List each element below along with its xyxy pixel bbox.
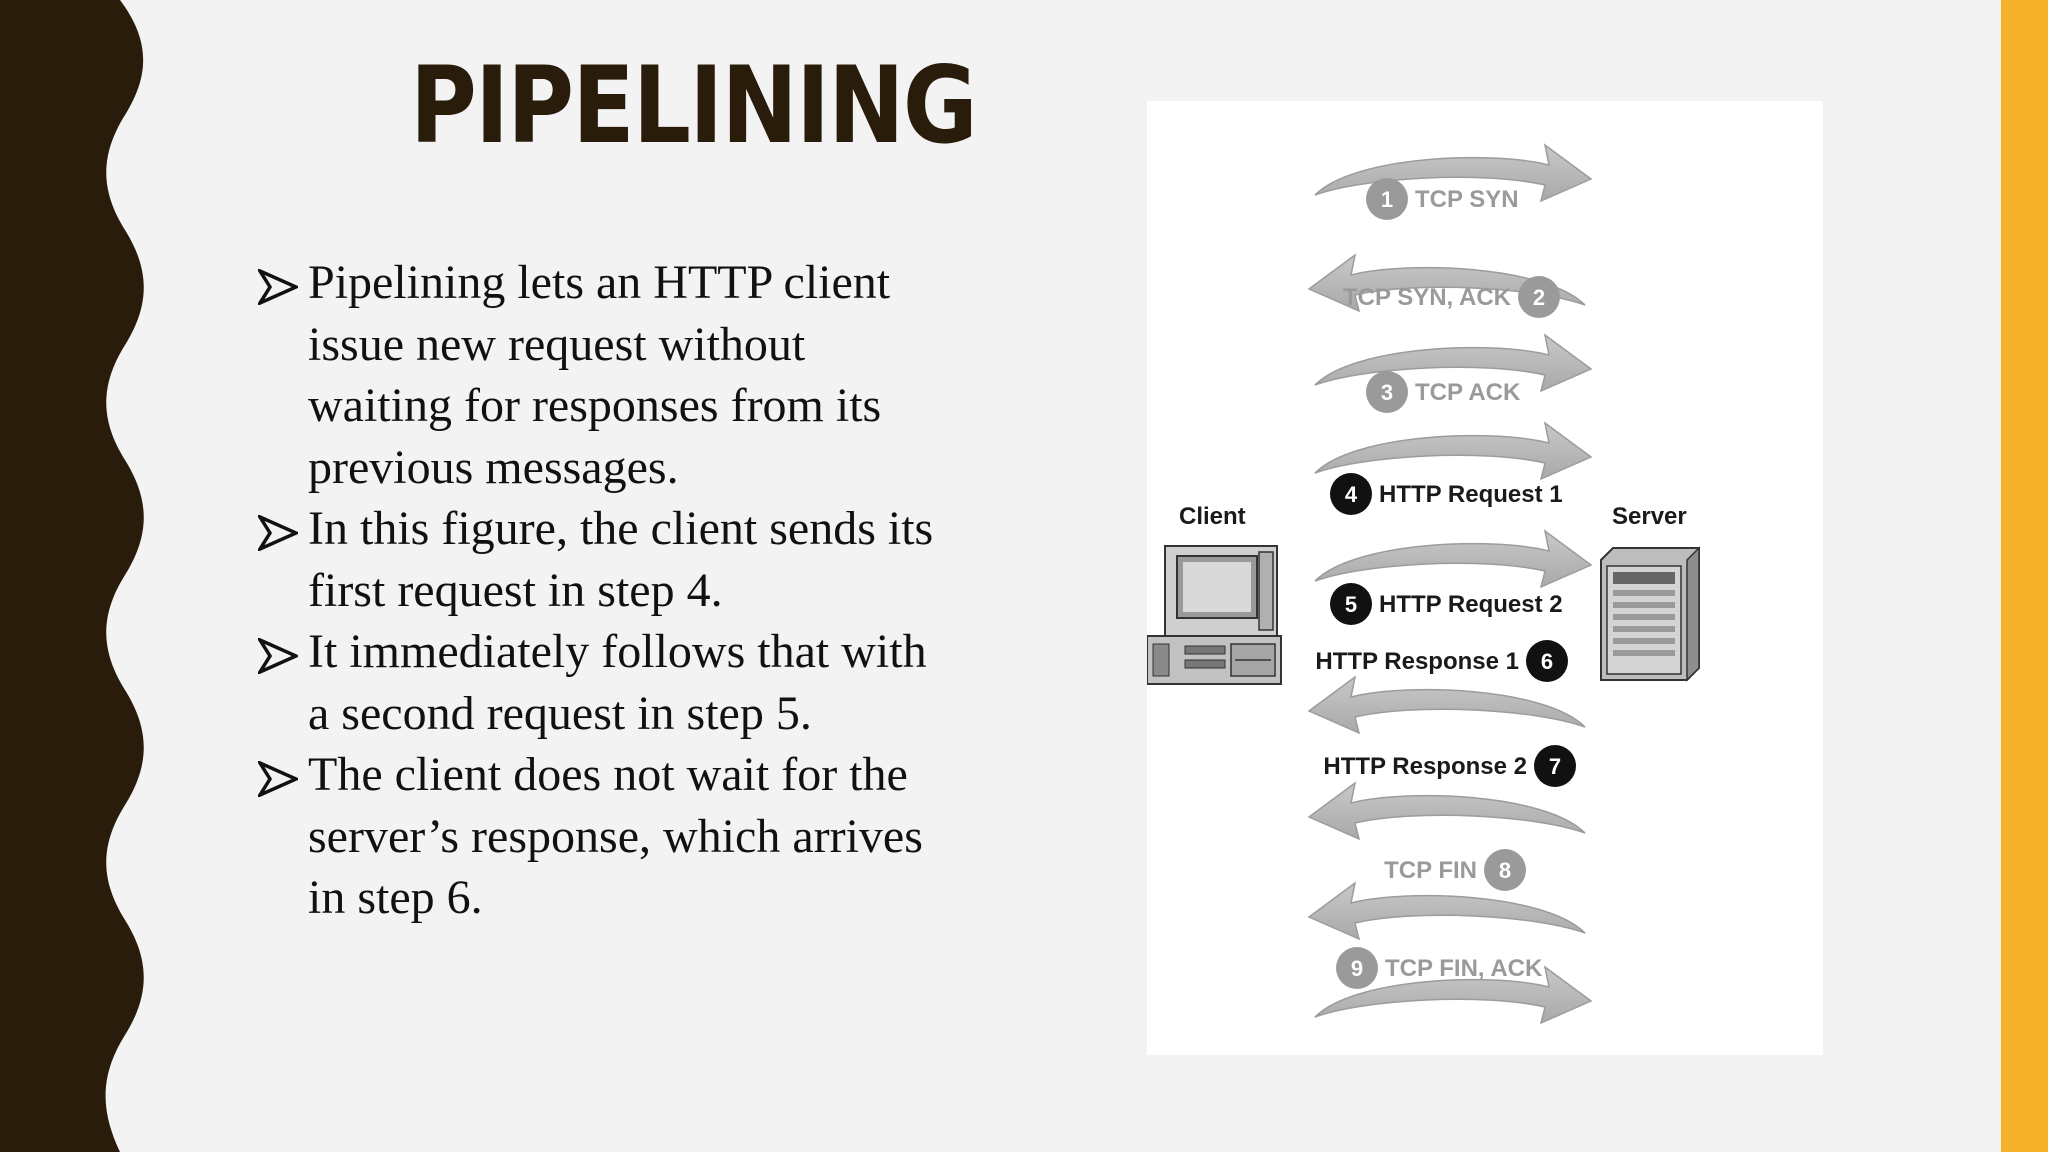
step-number-badge — [1330, 583, 1372, 625]
client-label: Client — [1179, 503, 1246, 530]
step-number: 8 — [1499, 858, 1511, 883]
bullet-list: Pipelining lets an HTTP client issue new… — [258, 252, 958, 929]
step-number-badge — [1484, 849, 1526, 891]
step-label: TCP FIN, ACK — [1385, 955, 1543, 982]
step-arrow — [1314, 965, 1593, 1025]
arrowhead-bullet-icon — [258, 761, 298, 797]
step-number: 9 — [1351, 956, 1363, 981]
step-arrow — [1307, 881, 1586, 941]
step-arrow — [1314, 421, 1593, 481]
bullet-item: Pipelining lets an HTTP client issue new… — [258, 252, 958, 498]
step-arrow — [1307, 781, 1586, 841]
step-number-badge — [1518, 276, 1560, 318]
step-label: HTTP Response 2 — [1323, 753, 1527, 780]
step-label: HTTP Request 2 — [1379, 591, 1563, 618]
step-arrow — [1314, 529, 1593, 589]
step-label: HTTP Request 1 — [1379, 481, 1563, 508]
desktop-computer-icon — [1147, 545, 1282, 685]
arrowhead-bullet-icon — [258, 515, 298, 551]
step-label: TCP FIN — [1384, 857, 1477, 884]
step-number: 4 — [1345, 482, 1358, 507]
step-number-badge — [1534, 745, 1576, 787]
step-label: TCP ACK — [1415, 379, 1521, 406]
step-number: 5 — [1345, 592, 1357, 617]
bullet-text: The client does not wait for the server’… — [308, 748, 923, 924]
step-number: 7 — [1549, 754, 1561, 779]
step-number: 1 — [1381, 187, 1393, 212]
step-number-badge — [1366, 178, 1408, 220]
arrow-group — [1307, 143, 1593, 1025]
server-label: Server — [1612, 503, 1687, 530]
step-arrow — [1307, 253, 1586, 313]
left-wave-decoration — [0, 0, 144, 1152]
slide-title: PIPELINING — [410, 44, 978, 167]
step-number-badge — [1366, 371, 1408, 413]
server-tower-icon — [1600, 546, 1700, 682]
bullet-text: It immediately follows that with a secon… — [308, 625, 927, 740]
bullet-item: In this figure, the client sends its fir… — [258, 498, 958, 621]
step-number: 2 — [1533, 285, 1545, 310]
step-label: TCP SYN — [1415, 186, 1519, 213]
step-number: 6 — [1541, 649, 1553, 674]
step-number: 3 — [1381, 380, 1393, 405]
step-number-badge — [1336, 947, 1378, 989]
step-arrow — [1307, 675, 1586, 735]
bullet-text: In this figure, the client sends its fir… — [308, 502, 934, 617]
step-number-badge — [1526, 640, 1568, 682]
step-number-badge — [1330, 473, 1372, 515]
step-label: HTTP Response 1 — [1315, 648, 1519, 675]
bullet-text: Pipelining lets an HTTP client issue new… — [308, 256, 891, 494]
arrowhead-bullet-icon — [258, 638, 298, 674]
arrowhead-bullet-icon — [258, 269, 298, 305]
right-accent-bar — [2001, 0, 2048, 1152]
bullet-item: The client does not wait for the server’… — [258, 744, 958, 929]
bullet-item: It immediately follows that with a secon… — [258, 621, 958, 744]
step-label: TCP SYN, ACK — [1343, 284, 1512, 311]
step-arrow — [1314, 333, 1593, 393]
